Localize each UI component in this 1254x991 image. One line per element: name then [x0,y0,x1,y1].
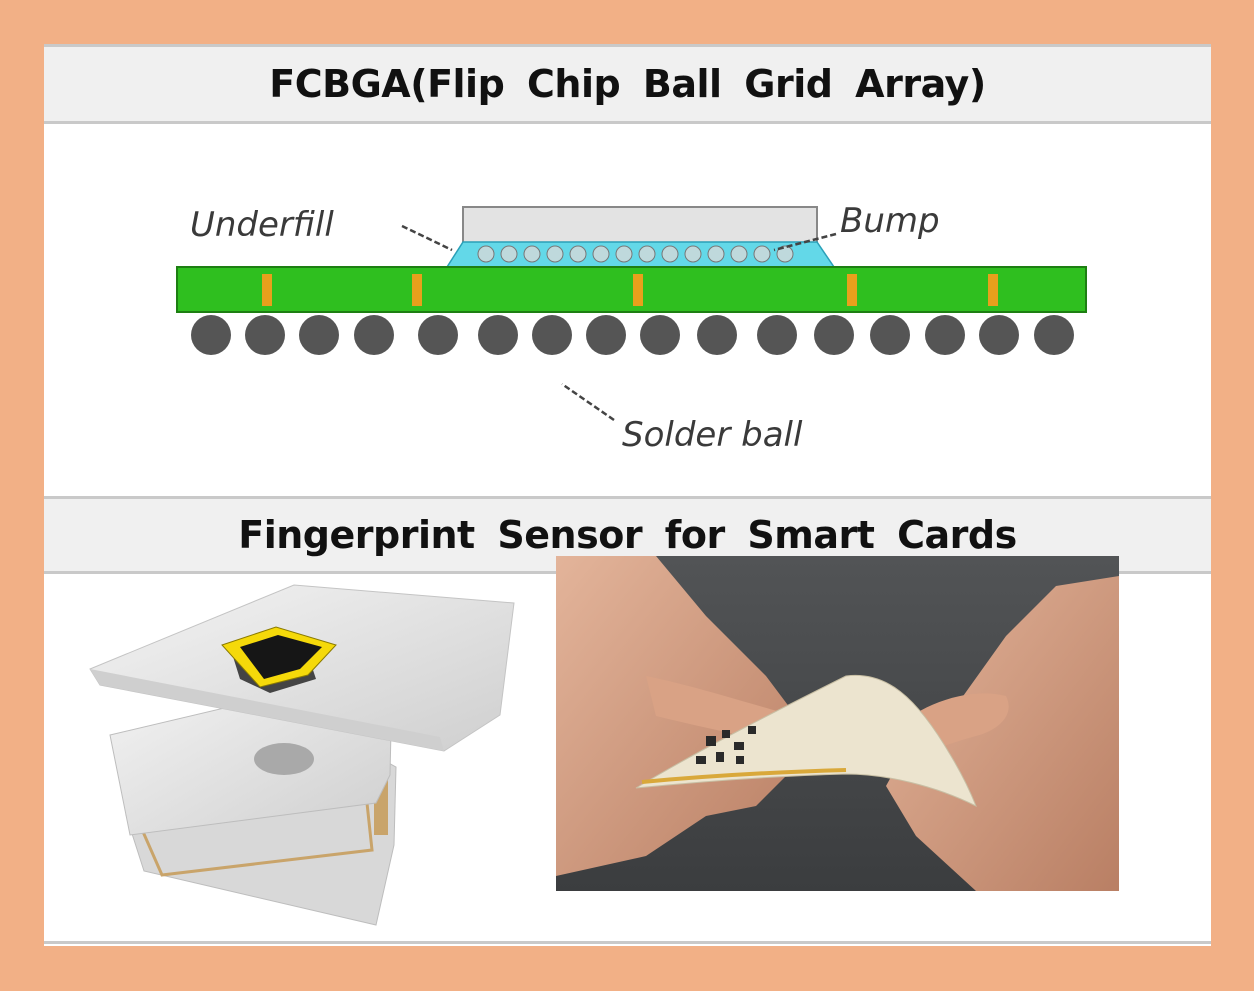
card-pattern [696,726,756,764]
hands-bending-card-photo [556,556,1119,891]
chip-die [462,206,818,248]
bumps [477,245,794,263]
fingerprint-sensor-chip [221,626,337,693]
solder-ball-label: Solder ball [622,415,803,455]
flexible-card [635,674,977,808]
smart-card-layers-illustration [89,584,515,926]
bump-leader [773,232,837,252]
substrate-vias [262,274,998,306]
underfill-label: Underfill [190,205,334,245]
fcbga-section-title: FCBGA(Flip Chip Ball Grid Array) [269,62,986,106]
sensor-cutout [254,743,314,775]
bump-label: Bump [840,201,940,241]
solder-balls [191,315,1074,355]
fcbga-cross-section-diagram: Underfill Bump Solder ball [176,201,1087,455]
right-hand [886,576,1119,891]
substrate [176,266,1087,313]
underfill-leader [401,224,453,252]
solder-ball-leader [561,382,615,422]
top-card-layer [89,584,515,752]
bottom-divider [44,941,1211,944]
fingerprint-section-title: Fingerprint Sensor for Smart Cards [238,513,1017,557]
fcbga-section-header: FCBGA(Flip Chip Ball Grid Array) [44,44,1211,124]
